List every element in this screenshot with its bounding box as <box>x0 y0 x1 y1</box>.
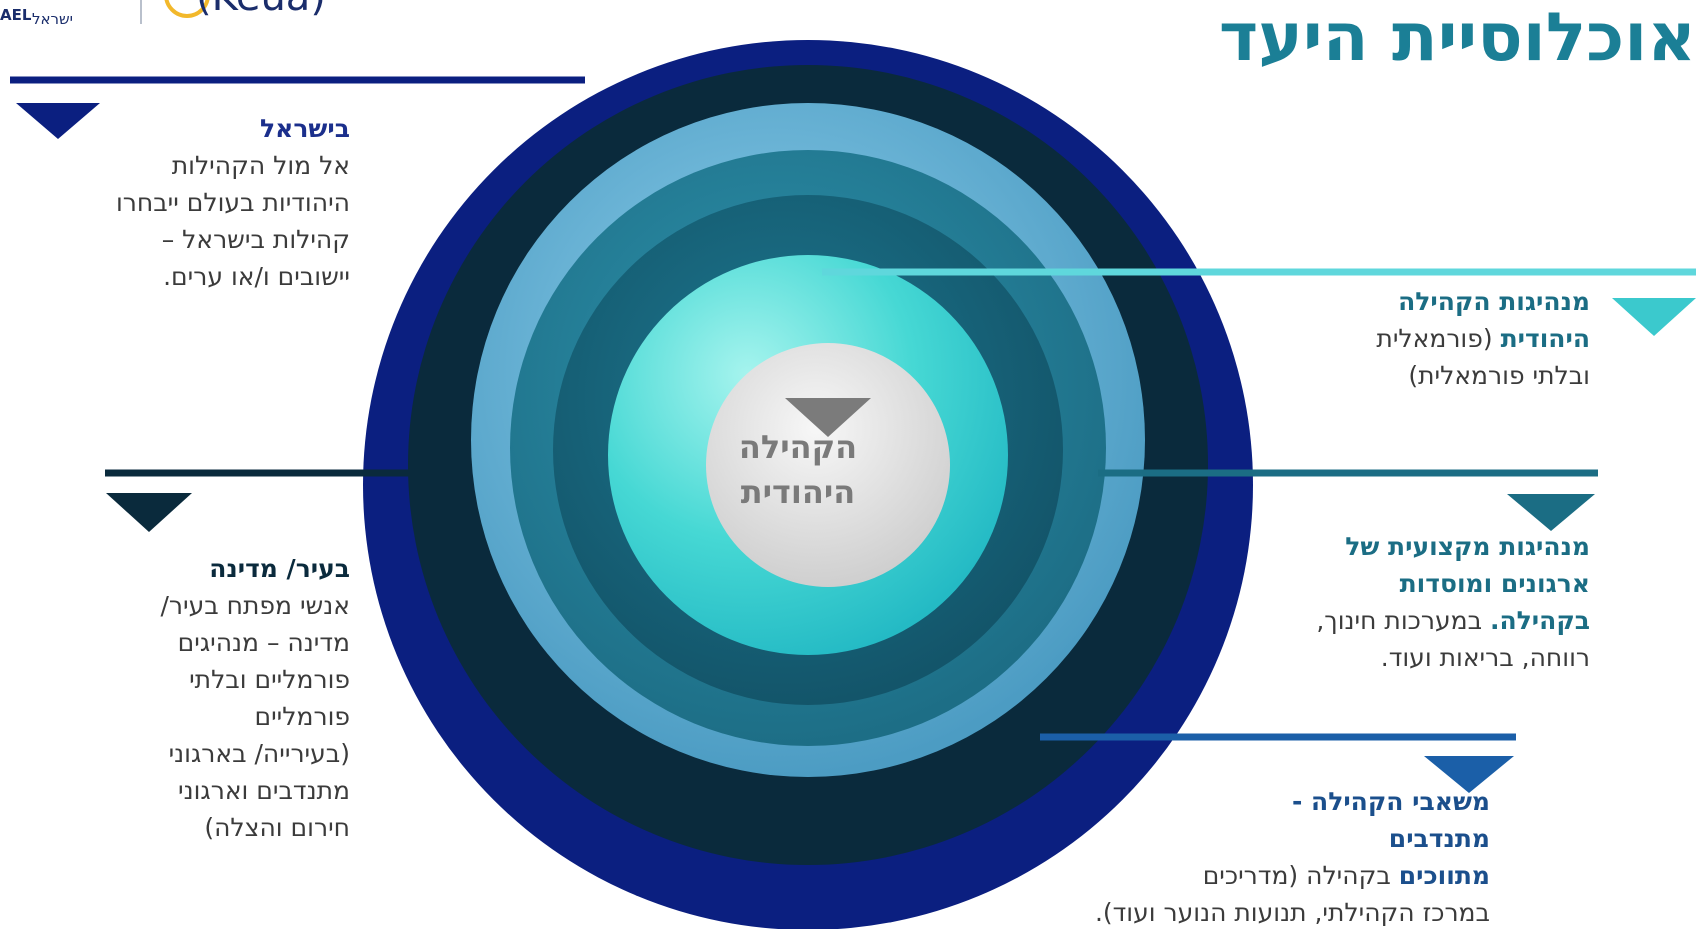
resources-text-block: משאבי הקהילה - מתנדבים מתווכים בקהילה (מ… <box>900 783 1490 931</box>
center-disc <box>706 343 950 587</box>
city-text-block: בעיר/ מדינה אנשי מפתח בעיר/ מדינה – מנהי… <box>30 550 350 846</box>
professional-heading: מנהיגות מקצועית של <box>1345 532 1590 561</box>
center-label-line2: היהודית <box>740 473 856 511</box>
city-line: חירום והצלה) <box>204 813 350 842</box>
resources-heading: משאבי הקהילה - <box>1291 787 1490 816</box>
leaders-heading: מנהיגות הקהילה <box>1398 287 1590 316</box>
center-label: הקהילה היהודית <box>703 425 893 515</box>
city-line: אנשי מפתח בעיר/ <box>160 591 350 620</box>
leaders-bold: היהודית <box>1500 324 1590 353</box>
logo-area: AEL ישראל (Keua) <box>0 0 340 40</box>
israel-text-block: בישראל אל מול הקהילות היהודיות בעולם ייב… <box>40 110 350 295</box>
center-label-line1: הקהילה <box>738 428 858 466</box>
city-line: פורמליים ובלתי <box>189 665 350 694</box>
leaders-rest: (פורמאלית <box>1376 324 1501 353</box>
city-line: מתנדבים וארגוני <box>178 776 350 805</box>
israel-line: קהילות בישראל – <box>161 225 350 254</box>
city-line: מדינה – מנהיגים <box>177 628 350 657</box>
professional-line4: רווחה, בריאות ועוד. <box>1380 643 1590 672</box>
professional-line3: בקהילה. במערכות חינוך, <box>1250 602 1590 639</box>
professional-bold: בקהילה. <box>1490 606 1590 635</box>
marker-resources-icon <box>1424 756 1514 793</box>
leaders-line2: היהודית (פורמאלית <box>1250 320 1590 357</box>
israel-line: יישובים ו/או ערים. <box>163 262 350 291</box>
israel-line: היהודיות בעולם ייבחרו <box>115 188 350 217</box>
resources-line3: מתווכים בקהילה (מדריכים <box>900 857 1490 894</box>
city-line: פורמליים <box>254 702 351 731</box>
partner-logo-hebrew: ישראל <box>32 10 74 28</box>
israel-heading: בישראל <box>260 114 350 143</box>
marker-professional-icon <box>1507 494 1595 531</box>
marker-leaders-icon <box>1612 298 1696 336</box>
marker-israel-icon <box>16 103 100 139</box>
city-line: (בעירייה/ בארגוני <box>168 739 350 768</box>
center-marker-icon <box>785 398 871 437</box>
resources-rest: בקהילה (מדריכים <box>1202 861 1399 890</box>
partner-logo-text: AEL <box>0 6 32 24</box>
resources-bold: מתווכים <box>1398 861 1490 890</box>
leaders-text-block: מנהיגות הקהילה היהודית (פורמאלית ובלתי פ… <box>1250 283 1590 394</box>
leaders-line3: ובלתי פורמאלית) <box>1408 361 1590 390</box>
logo-divider <box>140 0 142 24</box>
marker-city-icon <box>106 493 192 532</box>
page-title: אוכלוסיית היעד <box>1218 0 1696 76</box>
brand-logo-word: (Keua) <box>196 0 326 20</box>
professional-text-block: מנהיגות מקצועית של ארגונים ומוסדות בקהיל… <box>1250 528 1590 676</box>
professional-rest: במערכות חינוך, <box>1316 606 1490 635</box>
israel-line: אל מול הקהילות <box>171 151 350 180</box>
resources-line4: במרכז הקהילתי, תנועות הנוער ועוד). <box>1094 898 1490 927</box>
resources-heading-2: מתנדבים <box>1388 824 1490 853</box>
professional-heading-2: ארגונים ומוסדות <box>1399 569 1590 598</box>
city-heading: בעיר/ מדינה <box>209 554 350 583</box>
